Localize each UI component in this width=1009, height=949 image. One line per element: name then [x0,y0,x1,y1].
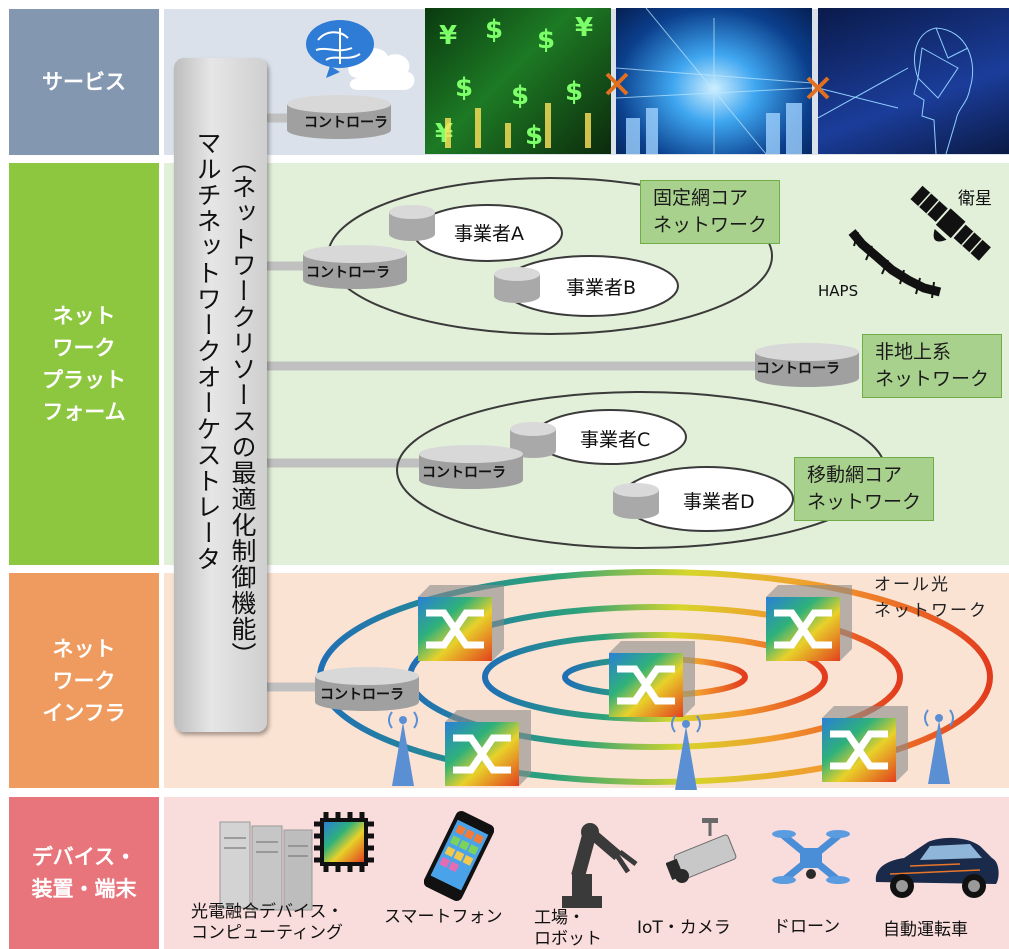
controller-label: コントローラ [306,265,390,281]
satellite-icon [910,185,991,261]
antenna-icon [388,711,418,786]
operator-d-label: 事業者D [683,491,755,513]
all-optical-network-label: オール光 ネットワーク [874,575,988,621]
controller-fixed: コントローラ [300,244,410,290]
database-icon [494,267,540,303]
device-label-drone: ドローン [773,917,841,937]
svg-text:$: $ [537,25,555,55]
controller-label: コントローラ [320,687,404,703]
car-icon [875,837,999,898]
drone-icon [772,830,850,884]
network-city-image [616,8,812,154]
orchestrator-bar [174,58,267,732]
svg-text:$: $ [511,81,529,111]
controller-infra: コントローラ [312,666,422,712]
camera-icon [666,818,737,883]
operator-b-label: 事業者B [566,277,637,299]
svg-text:¥: ¥ [439,21,457,51]
layer-label-devices: デバイス・ 装置・端末 [9,797,159,949]
optical-switch-icon [609,641,695,717]
controller-mobile: コントローラ [416,444,526,490]
device-label-smartphone: スマートフォン [384,907,503,927]
mobile-core-network-label: 移動網コア ネットワーク [794,457,935,521]
operator-c-label: 事業者C [580,429,651,451]
device-label-robot: 工場・ ロボット [534,908,602,949]
svg-text:$: $ [485,15,503,45]
satellite-label: 衛星 [958,189,992,209]
svg-text:¥: ¥ [575,13,593,43]
non-terrestrial-network-label: 非地上系 ネットワーク [862,334,1003,398]
database-icon [613,483,659,519]
device-label-photonics: 光電融合デバイス・ コンピューティング [191,902,344,943]
cross-mark-icon [605,72,629,96]
optical-switch-icon [766,585,852,661]
antenna-icon [924,709,954,784]
antenna-icon [671,715,701,790]
smartphone-icon [424,811,494,901]
svg-text:$: $ [525,121,543,151]
device-label-iot-camera: IoT・カメラ [637,918,731,938]
robot-arm-icon [562,823,638,908]
layer-label-infra: ネット ワーク インフラ [9,573,159,788]
layer-label-platform: ネット ワーク プラット フォーム [9,163,159,565]
finance-image: ¥$$ ¥$$ $¥$ [425,8,611,154]
server-chip-icon [219,812,374,911]
controller-label: コントローラ [422,465,506,481]
database-icon [510,422,556,458]
operator-a-label: 事業者A [454,223,524,245]
optical-switch-icon [418,585,504,661]
haps-label: HAPS [818,282,859,300]
orchestrator-sub-label: （ネットワークリソースの最適化制御機能） [228,148,257,668]
layer-label-service: サービス [9,9,159,155]
cross-mark-icon [806,76,830,100]
device-label-car: 自動運転車 [883,920,968,940]
controller-label: コントローラ [304,115,388,131]
controller-service: コントローラ [284,94,394,140]
ai-brain-cloud-icon [306,20,415,90]
database-icon [389,205,435,241]
svg-text:$: $ [455,73,473,103]
haps-icon [848,229,942,299]
controller-non-terrestrial: コントローラ [752,342,862,388]
optical-switch-icon [445,710,531,786]
digital-human-image [818,8,1009,154]
fixed-core-network-label: 固定網コア ネットワーク [640,180,781,244]
optical-switch-icon [822,706,908,782]
svg-text:$: $ [565,77,583,107]
controller-label: コントローラ [756,361,840,377]
orchestrator-main-label: マルチネットワークオーケストレータ [193,130,222,572]
